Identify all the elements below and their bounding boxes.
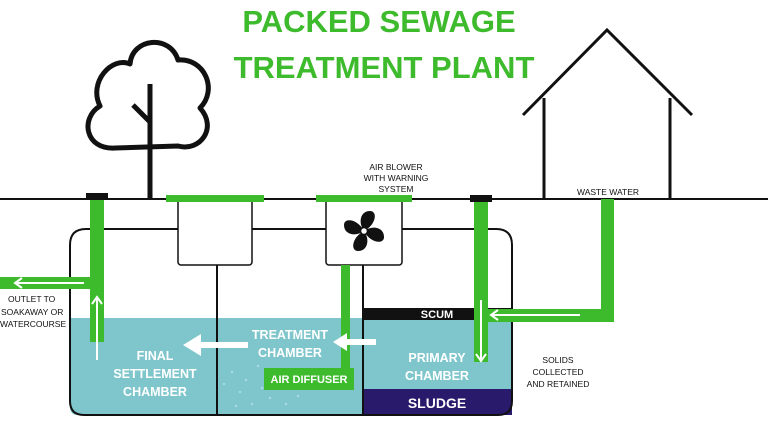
flow-arrow-treatment-to-final [183, 334, 248, 356]
solids-label-3: AND RETAINED [527, 379, 590, 389]
primary-chamber-cap [470, 195, 492, 202]
treatment-cover-lid [166, 195, 264, 202]
solids-label-1: SOLIDS [542, 355, 574, 365]
treatment-chamber-label-2: CHAMBER [258, 346, 322, 360]
flow-arrow-primary-to-treatment [333, 333, 376, 351]
final-chamber-riser [90, 200, 104, 342]
waste-water-drop-pipe [601, 199, 614, 321]
diffuser-bubbles [222, 364, 300, 408]
primary-down-arrow [475, 300, 487, 363]
solids-label-2: COLLECTED [532, 367, 583, 377]
primary-chamber-label-2: CHAMBER [405, 369, 469, 383]
sludge-layer [363, 389, 512, 415]
treatment-access-cover [177, 198, 253, 266]
final-chamber-label-3: CHAMBER [123, 385, 187, 399]
primary-inlet-riser [474, 202, 488, 362]
air-diffuser-box [264, 368, 354, 390]
treatment-chamber-label-1: TREATMENT [252, 328, 329, 342]
title-line-2: TREATMENT PLANT [234, 50, 535, 85]
outlet-label-2: SOAKAWAY OR [1, 307, 63, 317]
air-blower-label-2: WITH WARNING [364, 173, 429, 183]
outlet-label-1: OUTLET TO [8, 294, 56, 304]
scum-label: SCUM [421, 309, 453, 321]
primary-chamber-label-1: PRIMARY [408, 351, 466, 365]
air-blower-lid [316, 195, 412, 202]
inlet-arrow [489, 309, 580, 321]
air-line-pipe [341, 265, 350, 368]
outlet-label-3: WATERCOURSE [0, 319, 66, 329]
title-line-1: PACKED SEWAGE [242, 4, 515, 39]
house-icon [521, 27, 694, 199]
sludge-label: SLUDGE [408, 395, 466, 411]
fan-icon [344, 211, 384, 251]
final-chamber-label-2: SETTLEMENT [113, 367, 197, 381]
air-blower-label-1: AIR BLOWER [369, 162, 422, 172]
riser-up-arrow [91, 295, 103, 360]
tree-icon [85, 40, 211, 199]
air-diffuser-label: AIR DIFFUSER [271, 374, 348, 386]
final-chamber-cap [86, 193, 108, 200]
final-chamber-label-1: FINAL [137, 349, 174, 363]
waste-water-label: WASTE WATER [577, 187, 639, 197]
air-blower-label-3: SYSTEM [379, 184, 414, 194]
outlet-arrow [13, 277, 84, 289]
